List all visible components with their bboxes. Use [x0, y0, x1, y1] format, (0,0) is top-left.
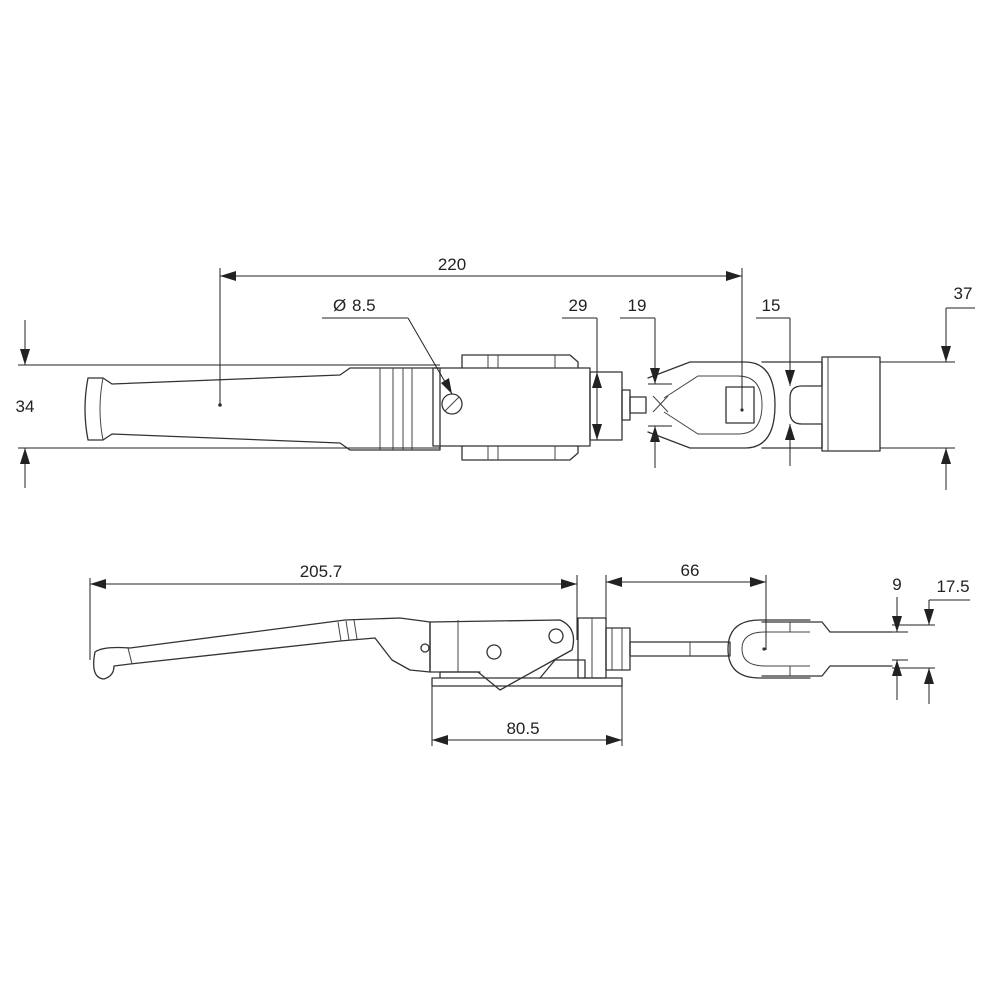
- top-base-body: [432, 367, 591, 447]
- top-hook-cross: [652, 395, 669, 413]
- side-view: [93, 617, 893, 691]
- side-base-riser-right: [539, 659, 586, 679]
- dim-base-length: 80.5: [506, 719, 539, 738]
- side-dimensions: 205.7 66 9 17.5 80.5: [89, 561, 970, 746]
- dim-body-height: 29: [569, 296, 588, 315]
- top-hook-inner: [663, 375, 763, 435]
- dim-side-hook-height: 17.5: [936, 577, 969, 596]
- side-u-hook-inner: [741, 631, 810, 667]
- top-dimensions: 220 Ø 8.5 29 19 15: [16, 255, 975, 490]
- side-adjuster-nut: [605, 627, 631, 671]
- side-strike-plate-lower: [761, 665, 893, 677]
- dim-hook-opening: 19: [628, 296, 647, 315]
- top-view: [84, 354, 881, 461]
- dim-overall-length: 220: [438, 255, 466, 274]
- top-base-flange-lower: [461, 445, 579, 461]
- top-handle-outline: [84, 367, 441, 451]
- top-hook-outer: [647, 361, 776, 449]
- side-strike-plate: [761, 621, 893, 633]
- top-base-flange-upper: [461, 354, 579, 369]
- side-main-pivot: [486, 644, 502, 660]
- dim-hook-reach: 66: [681, 561, 700, 580]
- side-base-riser: [439, 671, 481, 679]
- top-handle-inner-line: [99, 377, 104, 441]
- top-hook-slot: [725, 386, 755, 424]
- side-hook-pivot: [548, 628, 564, 644]
- side-link-body: [429, 619, 575, 691]
- side-handle-outline: [93, 617, 431, 680]
- side-hook-center-mark: [762, 647, 766, 651]
- dim-top-hook-height: 37: [954, 284, 973, 303]
- side-base-plate: [431, 677, 623, 687]
- top-strike-barrel: [821, 356, 881, 452]
- side-u-hook-outer: [727, 619, 811, 679]
- side-small-pivot: [420, 643, 430, 653]
- top-adjuster-nut: [621, 389, 631, 421]
- dim-pin-diameter-symbol: Ø: [333, 296, 346, 315]
- top-adjuster-rod: [629, 396, 647, 414]
- top-strike-plate: [761, 361, 823, 449]
- side-threaded-rod: [629, 641, 731, 657]
- dim-handle-width: 34: [16, 397, 35, 416]
- dim-slot-width: 15: [762, 296, 781, 315]
- dim-hook-thickness: 9: [892, 575, 901, 594]
- dim-handle-length: 205.7: [300, 562, 343, 581]
- dim-pin-diameter: 8.5: [352, 296, 376, 315]
